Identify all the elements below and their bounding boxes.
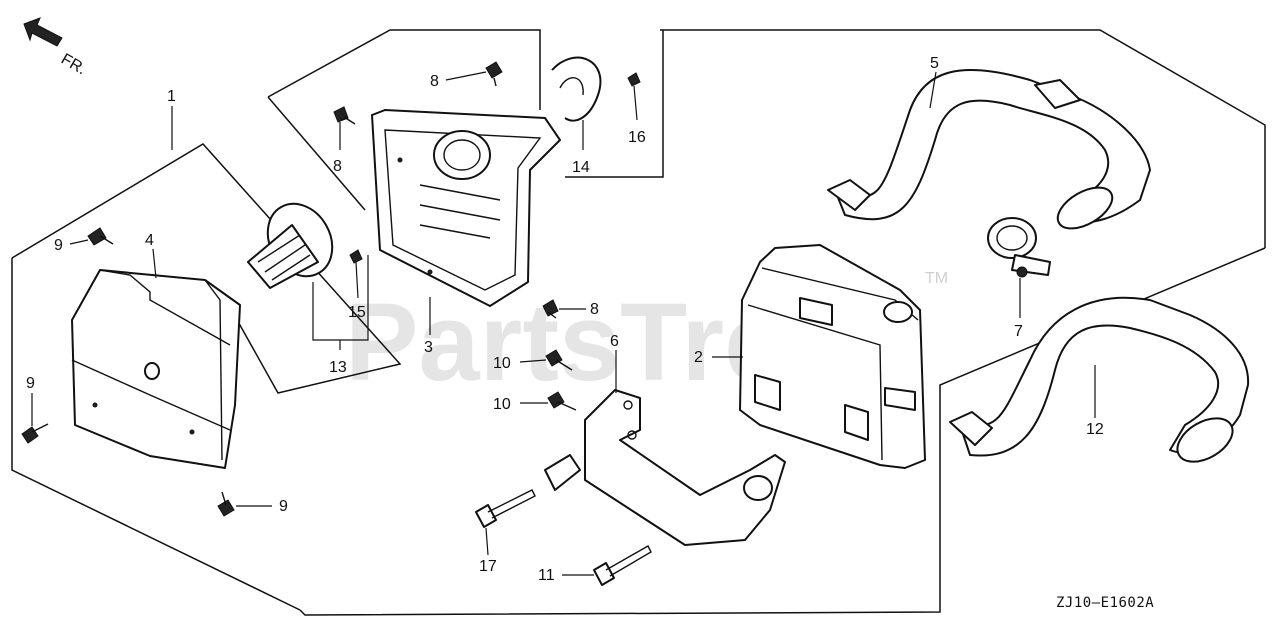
callout-14: 14	[572, 159, 590, 176]
callout-9b: 9	[26, 375, 35, 392]
callout-9c: 9	[279, 498, 288, 515]
screw-16	[627, 72, 641, 87]
bolt-8-right	[542, 299, 559, 319]
callout-8a: 8	[333, 158, 342, 175]
diagram-code: ZJ10—E1602A	[1056, 595, 1154, 611]
callout-9a: 9	[54, 237, 63, 254]
group-frame-3-left	[267, 96, 366, 211]
leader-4	[152, 248, 157, 279]
front-direction-arrow-icon	[23, 17, 63, 47]
exhaust-pipe-upper-part	[827, 69, 1151, 230]
callout-11: 11	[538, 567, 555, 584]
leader-8b	[445, 71, 487, 81]
bolt-9-left	[21, 423, 49, 444]
callout-15: 15	[348, 304, 366, 321]
muffler-part	[739, 244, 926, 469]
bolt-10-upper	[545, 349, 573, 371]
leader-5	[929, 71, 937, 109]
bolt-11	[593, 545, 652, 586]
leader-17	[485, 527, 489, 556]
bolt-10-lower	[547, 391, 577, 411]
callout-17: 17	[479, 558, 497, 575]
group-frame-outline-left	[11, 258, 301, 611]
callout-4: 4	[145, 232, 154, 249]
leader-15	[355, 261, 359, 299]
callout-6: 6	[610, 333, 619, 350]
callout-13: 13	[329, 359, 347, 376]
bolt-9-top	[87, 227, 114, 246]
watermark-trademark: TM	[925, 270, 948, 287]
group-frame-1	[11, 143, 402, 394]
group-frame-top-right	[660, 29, 1266, 248]
group-frame-14	[565, 30, 664, 178]
bolt-8-left	[333, 106, 356, 125]
muffler-cover-part	[371, 109, 561, 307]
bolt-8-top	[485, 61, 503, 87]
callout-3: 3	[424, 339, 433, 356]
group-frame-3	[267, 29, 541, 110]
spark-arrester-part	[247, 202, 334, 289]
leader-10a	[519, 359, 547, 363]
leader-9a	[69, 239, 89, 245]
callout-12: 12	[1086, 421, 1104, 438]
callout-1: 1	[167, 88, 176, 105]
front-direction-label: FR.	[58, 51, 89, 79]
gasket-part	[551, 56, 602, 122]
callout-8c: 8	[590, 301, 599, 318]
callout-5: 5	[930, 55, 939, 72]
bolt-9-bottom	[217, 491, 235, 517]
callout-10a: 10	[493, 355, 511, 372]
leader-16	[633, 85, 638, 121]
callout-10b: 10	[493, 396, 511, 413]
callout-7: 7	[1014, 323, 1023, 340]
callout-2: 2	[694, 349, 703, 366]
callout-8b: 8	[430, 73, 439, 90]
bolt-17	[475, 489, 536, 528]
screw-15	[349, 249, 363, 264]
muffler-bracket-part	[544, 389, 786, 546]
pipe-clamp-part	[987, 217, 1051, 278]
exhaust-pipe-lower-part	[949, 296, 1250, 463]
callout-16: 16	[628, 129, 646, 146]
muffler-protector-part	[71, 269, 241, 469]
